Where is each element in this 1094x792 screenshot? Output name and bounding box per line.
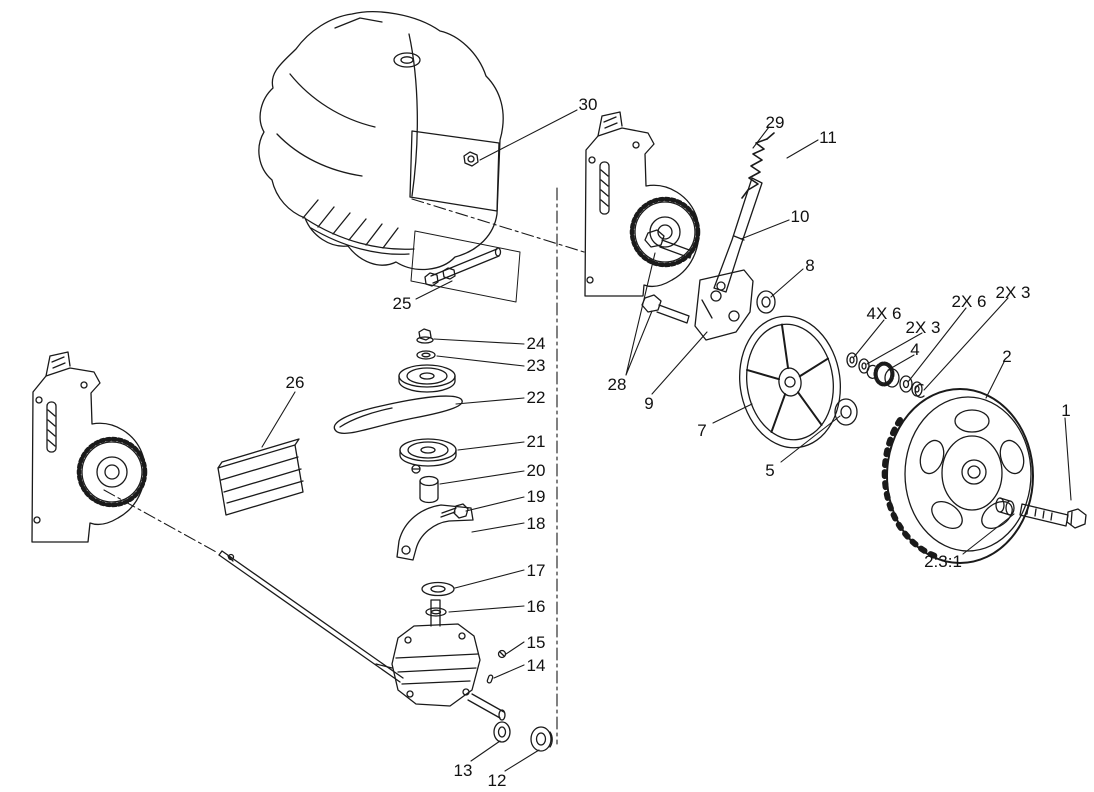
axle-bolt-25 (410, 230, 521, 303)
drive-pulley-7 (738, 315, 842, 449)
callout-labels: 30 29 11 10 8 25 24 23 22 28 9 4X 6 2X 3… (286, 95, 1071, 790)
bolt-19 (440, 503, 469, 519)
callout-4x6: 4X 6 (867, 304, 902, 323)
callout-2x6: 2X 6 (952, 292, 987, 311)
callout-8: 8 (805, 256, 814, 275)
deck-nut-30 (463, 151, 479, 167)
leader-lines (261, 109, 1072, 772)
left-side-plate (31, 351, 148, 543)
axle-shaft (218, 550, 404, 683)
callout-24: 24 (527, 334, 546, 353)
callout-2x3-b: 2X 3 (996, 283, 1031, 302)
callout-2x3-a: 2X 3 (906, 318, 941, 337)
callout-15: 15 (527, 633, 546, 652)
spacer-20 (411, 464, 439, 504)
callout-20: 20 (527, 461, 546, 480)
rear-wheel-2 (881, 388, 1034, 564)
callout-26: 26 (286, 373, 305, 392)
callout-10: 10 (791, 207, 810, 226)
callout-14: 14 (527, 656, 546, 675)
callout-17: 17 (527, 561, 546, 580)
washer-8 (756, 290, 776, 314)
carriage-bolts-28 (641, 229, 693, 324)
callout-4: 4 (910, 340, 919, 359)
callout-19: 19 (527, 487, 546, 506)
washer-5 (834, 398, 858, 426)
shift-lever (713, 177, 763, 293)
flange-nut-24 (416, 328, 434, 344)
mower-deck-housing (258, 11, 504, 271)
bushing-12 (530, 726, 553, 752)
height-adjust-bracket (217, 438, 304, 516)
washer-17 (421, 581, 455, 597)
bushing-13 (493, 721, 511, 743)
callout-29: 29 (766, 113, 785, 132)
callout-5: 5 (765, 461, 774, 480)
callout-13: 13 (454, 761, 473, 780)
callout-30: 30 (579, 95, 598, 114)
callout-231: 2:3:1 (924, 552, 962, 571)
callout-2: 2 (1002, 347, 1011, 366)
wheel-bolt-1 (995, 497, 1087, 529)
centerlines (103, 187, 585, 745)
callout-11: 11 (819, 128, 837, 147)
gear-stack (846, 352, 925, 399)
v-belt-22 (333, 395, 463, 435)
pinion-gear-4 (873, 361, 900, 388)
callout-9: 9 (644, 394, 653, 413)
right-side-plate (584, 111, 701, 297)
callout-16: 16 (527, 597, 546, 616)
key-14 (486, 674, 494, 684)
transmission (375, 599, 506, 721)
callout-1: 1 (1061, 401, 1070, 420)
callout-7: 7 (697, 421, 706, 440)
idler-pulley-upper (398, 364, 456, 393)
set-screw-15 (497, 649, 507, 659)
callout-28: 28 (608, 375, 627, 394)
torsion-spring (741, 132, 775, 199)
idler-pulley-21 (399, 438, 457, 467)
callout-18: 18 (527, 514, 546, 533)
callout-22: 22 (527, 388, 546, 407)
callout-25: 25 (393, 294, 412, 313)
callout-12: 12 (488, 771, 507, 790)
callout-23: 23 (527, 356, 546, 375)
callout-21: 21 (527, 432, 546, 451)
bracket-18 (396, 504, 474, 561)
shift-bracket (694, 269, 754, 341)
washer-23 (416, 350, 436, 360)
washer-16 (425, 607, 447, 617)
